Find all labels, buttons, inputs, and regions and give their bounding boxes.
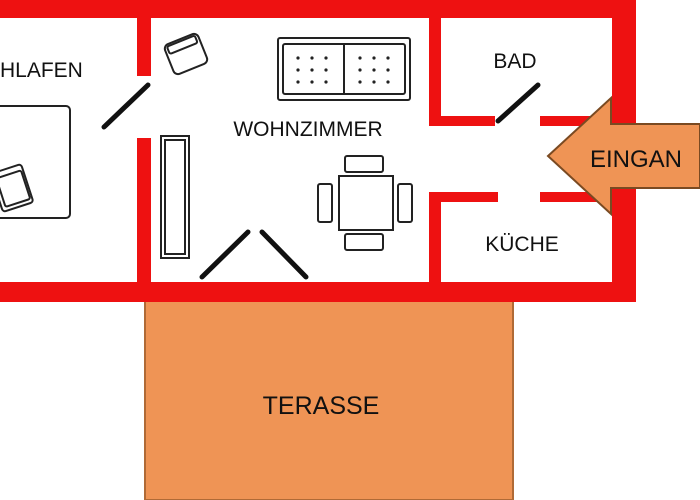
wall-bottom <box>0 282 636 302</box>
entrance-label: EINGAN <box>590 146 682 173</box>
wardrobe <box>160 135 190 259</box>
wall-kitchen-lower <box>429 192 441 302</box>
wall-kitchen-top-left <box>429 192 498 202</box>
wall-kitchen-top-right <box>540 192 612 202</box>
door-bedroom <box>101 82 151 130</box>
bed <box>0 105 71 219</box>
wall-bedroom-upper <box>137 0 151 76</box>
doors <box>101 82 541 280</box>
sofa-pattern <box>296 56 390 84</box>
wall-bedroom-lower <box>137 138 151 302</box>
door-terrace-left <box>199 229 251 280</box>
sofa <box>277 37 411 101</box>
wall-top <box>0 0 636 18</box>
door-terrace-right <box>259 229 309 280</box>
pillow <box>0 163 34 213</box>
room-label-terrasse: TERASSE <box>263 392 380 420</box>
door-bath <box>495 82 541 124</box>
wall-bath-floor-right <box>540 116 612 126</box>
arrow-left-icon <box>546 95 700 217</box>
terrace-area <box>144 299 514 500</box>
armchair <box>163 32 209 76</box>
wall-bath-floor-left <box>429 116 495 126</box>
room-label-bad: BAD <box>493 50 536 73</box>
room-label-kueche: KÜCHE <box>485 233 559 256</box>
dining-table <box>317 155 413 251</box>
wall-bath-upper <box>429 0 441 126</box>
walls <box>0 0 636 302</box>
room-label-schlafen: HLAFEN <box>0 59 83 82</box>
room-label-wohnzimmer: WOHNZIMMER <box>233 118 382 141</box>
